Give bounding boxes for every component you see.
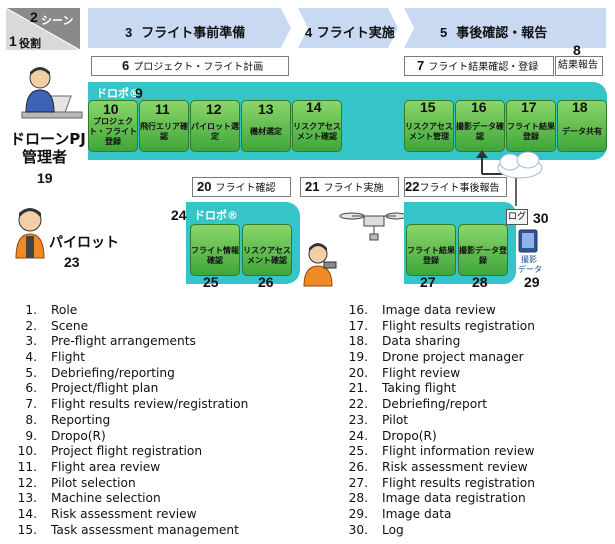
pilot-label: パイロット <box>49 235 119 251</box>
upload-arrow-cloud <box>476 150 543 206</box>
task-number: 15 <box>420 99 436 115</box>
dropo-bottom-number: 24 <box>171 207 187 223</box>
role-label: 役割 <box>19 37 41 50</box>
legend-item: 27.Flight results registration <box>348 475 535 490</box>
task-number: 13 <box>258 101 274 117</box>
task-machine-selection[interactable]: 機材選定 <box>241 100 291 152</box>
drone-flight-illustration <box>303 212 404 287</box>
legend-item: 4.Flight <box>25 350 86 365</box>
legend-item: 29.Image data <box>348 506 452 521</box>
image-data-number: 29 <box>524 274 540 290</box>
tablet-icon <box>518 229 538 253</box>
legend-item: 22.Debriefing/report <box>348 397 487 412</box>
scene-label: シーン <box>41 14 74 27</box>
task-number: 12 <box>206 101 222 117</box>
legend-left: 1.Role 2.Scene 3.Pre-flight arrangements… <box>6 303 249 538</box>
legend-item: 23.Pilot <box>348 412 409 427</box>
phase-flight-chevron <box>298 8 398 48</box>
legend-right: 16.Image data review 17.Flight results r… <box>337 303 535 538</box>
task-image-data-review[interactable]: 撮影データ確認 <box>455 100 505 152</box>
legend-item: 10.Project flight registration <box>17 444 203 459</box>
task-image-data-registration[interactable]: 撮影データ登録 <box>458 224 508 276</box>
legend-item: 19.Drone project manager <box>348 350 524 365</box>
pilot-illustration <box>15 208 45 259</box>
task-number: 25 <box>203 274 219 290</box>
task-number: 14 <box>306 99 322 115</box>
manager-label-line1: ドローンPJ <box>10 130 86 148</box>
legend-item: 6.Project/flight plan <box>25 381 159 396</box>
legend-item: 5.Debriefing/reporting <box>25 365 175 380</box>
legend-item: 21.Taking flight <box>348 381 456 396</box>
report-number: 8 <box>573 42 581 58</box>
task-risk-assessment-management[interactable]: リスクアセスメント管理 <box>404 100 454 152</box>
image-data-label-1: 撮影 <box>521 255 537 264</box>
legend-item: 28.Image data registration <box>348 491 526 506</box>
phase-preflight-label: 3 フライト事前準備 <box>125 25 246 41</box>
task-flight-results-registration-pilot[interactable]: フライト結果登録 <box>406 224 456 276</box>
task-number: 10 <box>103 101 119 117</box>
pilot-number: 23 <box>64 254 80 270</box>
legend-item: 30.Log <box>348 522 404 537</box>
legend-item: 17.Flight results registration <box>348 318 535 333</box>
phase-post-chevron <box>404 8 606 48</box>
role-scene-header <box>6 8 80 50</box>
task-risk-assessment-review[interactable]: リスクアセスメント確認 <box>292 100 342 152</box>
legend-item: 15.Task assessment management <box>17 522 239 537</box>
task-number: 18 <box>572 99 588 115</box>
legend-item: 14.Risk assessment review <box>17 506 197 521</box>
legend-item: 9.Dropo(R) <box>25 428 106 443</box>
legend-item: 25.Flight information review <box>348 444 535 459</box>
report-label-box: 結果報告 <box>555 56 603 76</box>
phase-preflight-chevron <box>88 8 291 48</box>
legend-item: 8.Reporting <box>25 412 111 427</box>
legend-item: 11.Flight area review <box>17 459 161 474</box>
task-flight-area-review[interactable]: 飛行エリア確認 <box>139 100 189 152</box>
log-badge: ログ <box>506 209 528 225</box>
manager-illustration <box>21 67 83 119</box>
task-risk-assessment-review-pilot[interactable]: リスクアセスメント確認 <box>242 224 292 276</box>
legend-item: 20.Flight review <box>348 365 461 380</box>
task-number: 26 <box>258 274 274 290</box>
task-number: 17 <box>521 99 537 115</box>
task-flight-info-review[interactable]: フライト情報確認 <box>190 224 240 276</box>
task-data-sharing[interactable]: データ共有 <box>557 100 607 152</box>
image-data-label-2: データ <box>518 265 542 274</box>
post-report-label-box: 22フライト事後報告 <box>404 177 507 197</box>
legend-item: 13.Machine selection <box>17 491 161 506</box>
scene-number: 2 <box>30 9 38 25</box>
legend-item: 2.Scene <box>25 318 89 333</box>
legend-item: 12.Pilot selection <box>17 475 136 490</box>
phase-flight-label: 4 フライト実施 <box>305 25 395 41</box>
task-number: 28 <box>472 274 488 290</box>
task-number: 27 <box>420 274 436 290</box>
task-number: 11 <box>155 101 170 117</box>
legend-item: 16.Image data review <box>348 303 496 317</box>
manager-label-line2: 管理者 <box>22 148 68 166</box>
legend-item: 3.Pre-flight arrangements <box>25 334 196 349</box>
task-number: 16 <box>471 99 487 115</box>
task-project-registration[interactable]: プロジェクト・フライト登録 <box>88 100 138 152</box>
manager-number: 19 <box>37 170 53 186</box>
dropo-bottom-label: ドロポ® <box>194 209 238 222</box>
log-number: 30 <box>533 210 549 226</box>
dropo-top-number: 9 <box>135 85 143 101</box>
phase-post-label: 5 事後確認・報告 <box>440 25 548 41</box>
legend-item: 24.Dropo(R) <box>348 428 437 443</box>
role-number: 1 <box>9 33 17 49</box>
task-flight-results-registration[interactable]: フライト結果登録 <box>506 100 556 152</box>
legend-item: 7.Flight results review/registration <box>25 397 249 412</box>
header-diagonal <box>6 8 80 50</box>
legend-item: 26.Risk assessment review <box>348 459 528 474</box>
dropo-top-label: ドロポ® <box>96 87 140 100</box>
task-pilot-selection[interactable]: パイロット選定 <box>190 100 240 152</box>
legend-item: 18.Data sharing <box>348 334 461 349</box>
legend-item: 1.Role <box>25 303 78 317</box>
